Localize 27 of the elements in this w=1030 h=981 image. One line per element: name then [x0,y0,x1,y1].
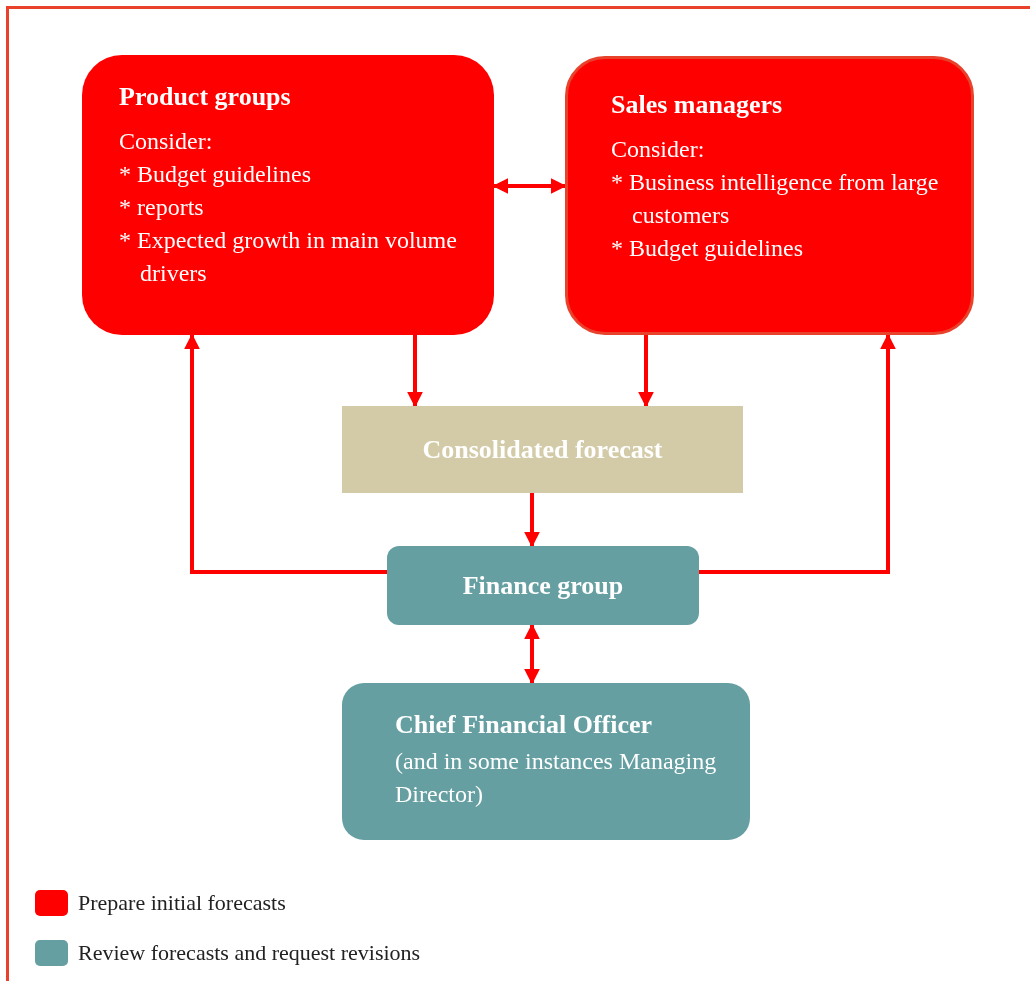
arrow [407,335,423,408]
group-box [342,683,750,840]
box-text: (and in some instances Managing Director) [395,747,718,809]
box-title: Product groups [119,81,291,113]
process-box [342,406,743,493]
box-text: Consider: [119,127,213,156]
group-box [565,56,974,335]
box-text: * reports [119,193,205,222]
arrow [699,333,896,574]
box-title: Chief Financial Officer [395,709,653,741]
arrow [184,333,387,574]
group-box [82,55,494,335]
box-title: Sales managers [611,89,783,121]
box-text: * Budget guidelines [611,234,803,263]
arrow [638,335,654,408]
box-title: Consolidated forecast [422,433,663,466]
box-text: Consider: [611,135,705,164]
legend-label: Prepare initial forecasts [78,890,286,916]
box-text: * Business intelligence from large customers [611,168,940,230]
arrow [524,623,540,685]
arrow [524,493,540,548]
legend-label: Review forecasts and request revisions [78,940,421,966]
process-box [387,546,699,625]
box-text: * Expected growth in main volume drivers [119,226,458,288]
box-text: * Budget guidelines [119,160,311,189]
box-title: Finance group [462,569,624,602]
arrow [492,178,567,194]
